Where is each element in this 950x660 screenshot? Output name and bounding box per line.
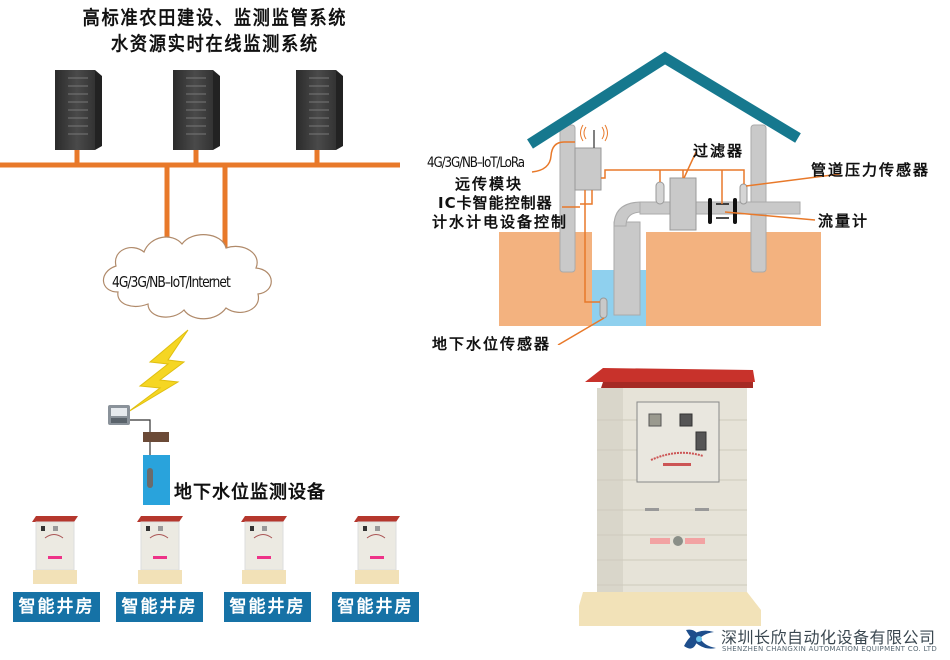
well-house-label-3: 智能井房 [224, 592, 311, 622]
company-name-en: SHENZHEN CHANGXIN AUTOMATION EQUIPMENT C… [722, 645, 938, 653]
well-house-label-4: 智能井房 [332, 592, 419, 622]
comm-module-label-line2: 远传模块 [455, 175, 524, 193]
pressure-sensor-label: 管道压力传感器 [811, 161, 931, 179]
company-name-cn: 深圳长欣自动化设备有限公司 [721, 628, 936, 647]
water-level-sensor [599, 297, 608, 319]
pressure-sensor-right [739, 183, 748, 205]
filter-label: 过滤器 [693, 142, 745, 160]
soil [499, 232, 821, 326]
server-icon [55, 70, 102, 150]
controller-label-line2: 计水计电设备控制 [432, 213, 569, 231]
roof [527, 51, 801, 149]
company-logo-icon [684, 629, 716, 649]
pillar-right [750, 124, 767, 273]
water-level-sensor-label: 地下水位传感器 [432, 335, 552, 353]
signal-waves-icon [580, 124, 608, 142]
vertical-pipe [613, 221, 641, 316]
well-house-icon [241, 516, 287, 584]
lightning-icon [127, 329, 189, 413]
well-house-photo [579, 368, 761, 626]
well-house-cross-section [499, 51, 841, 345]
flowmeter-flange-right [733, 198, 737, 224]
flowmeter-label: 流量计 [818, 212, 870, 230]
well-cap [143, 432, 169, 442]
server-icon [173, 70, 220, 150]
title-line-2: 水资源实时在线监测系统 [111, 33, 319, 55]
comm-module-label-line1: 4G/3G/NB–IoT/LoRa [427, 155, 525, 171]
groundwater-device-label: 地下水位监测设备 [174, 482, 326, 503]
meter-window-1 [648, 413, 662, 427]
card-slot [695, 431, 707, 451]
title-line-1: 高标准农田建设、监测监管系统 [82, 7, 348, 29]
water-level-probe-icon [147, 468, 153, 488]
flowmeter-flange-left [708, 198, 712, 224]
pressure-sensor-left [655, 181, 665, 205]
meter-window-2 [679, 413, 693, 427]
signal-wiring [531, 141, 841, 345]
data-logger-icon [108, 405, 130, 425]
server-icon [296, 70, 343, 150]
filter [669, 177, 697, 231]
network-diagram [0, 70, 400, 584]
network-backbone [0, 148, 400, 252]
well-house-base [579, 592, 761, 626]
pillar-left [559, 124, 576, 273]
controller-label-line1: IC卡智能控制器 [438, 194, 553, 212]
telemetry-module [574, 147, 602, 191]
cloud-icon [102, 234, 272, 320]
well-house-label-1: 智能井房 [13, 592, 100, 622]
well-house-roof [585, 368, 755, 382]
well-house-label-2: 智能井房 [116, 592, 203, 622]
well-house-icon [354, 516, 400, 584]
cloud-label: 4G/3G/NB–IoT/Internet [112, 273, 231, 291]
well-house-icon [32, 516, 78, 584]
well-house-icon [137, 516, 183, 584]
